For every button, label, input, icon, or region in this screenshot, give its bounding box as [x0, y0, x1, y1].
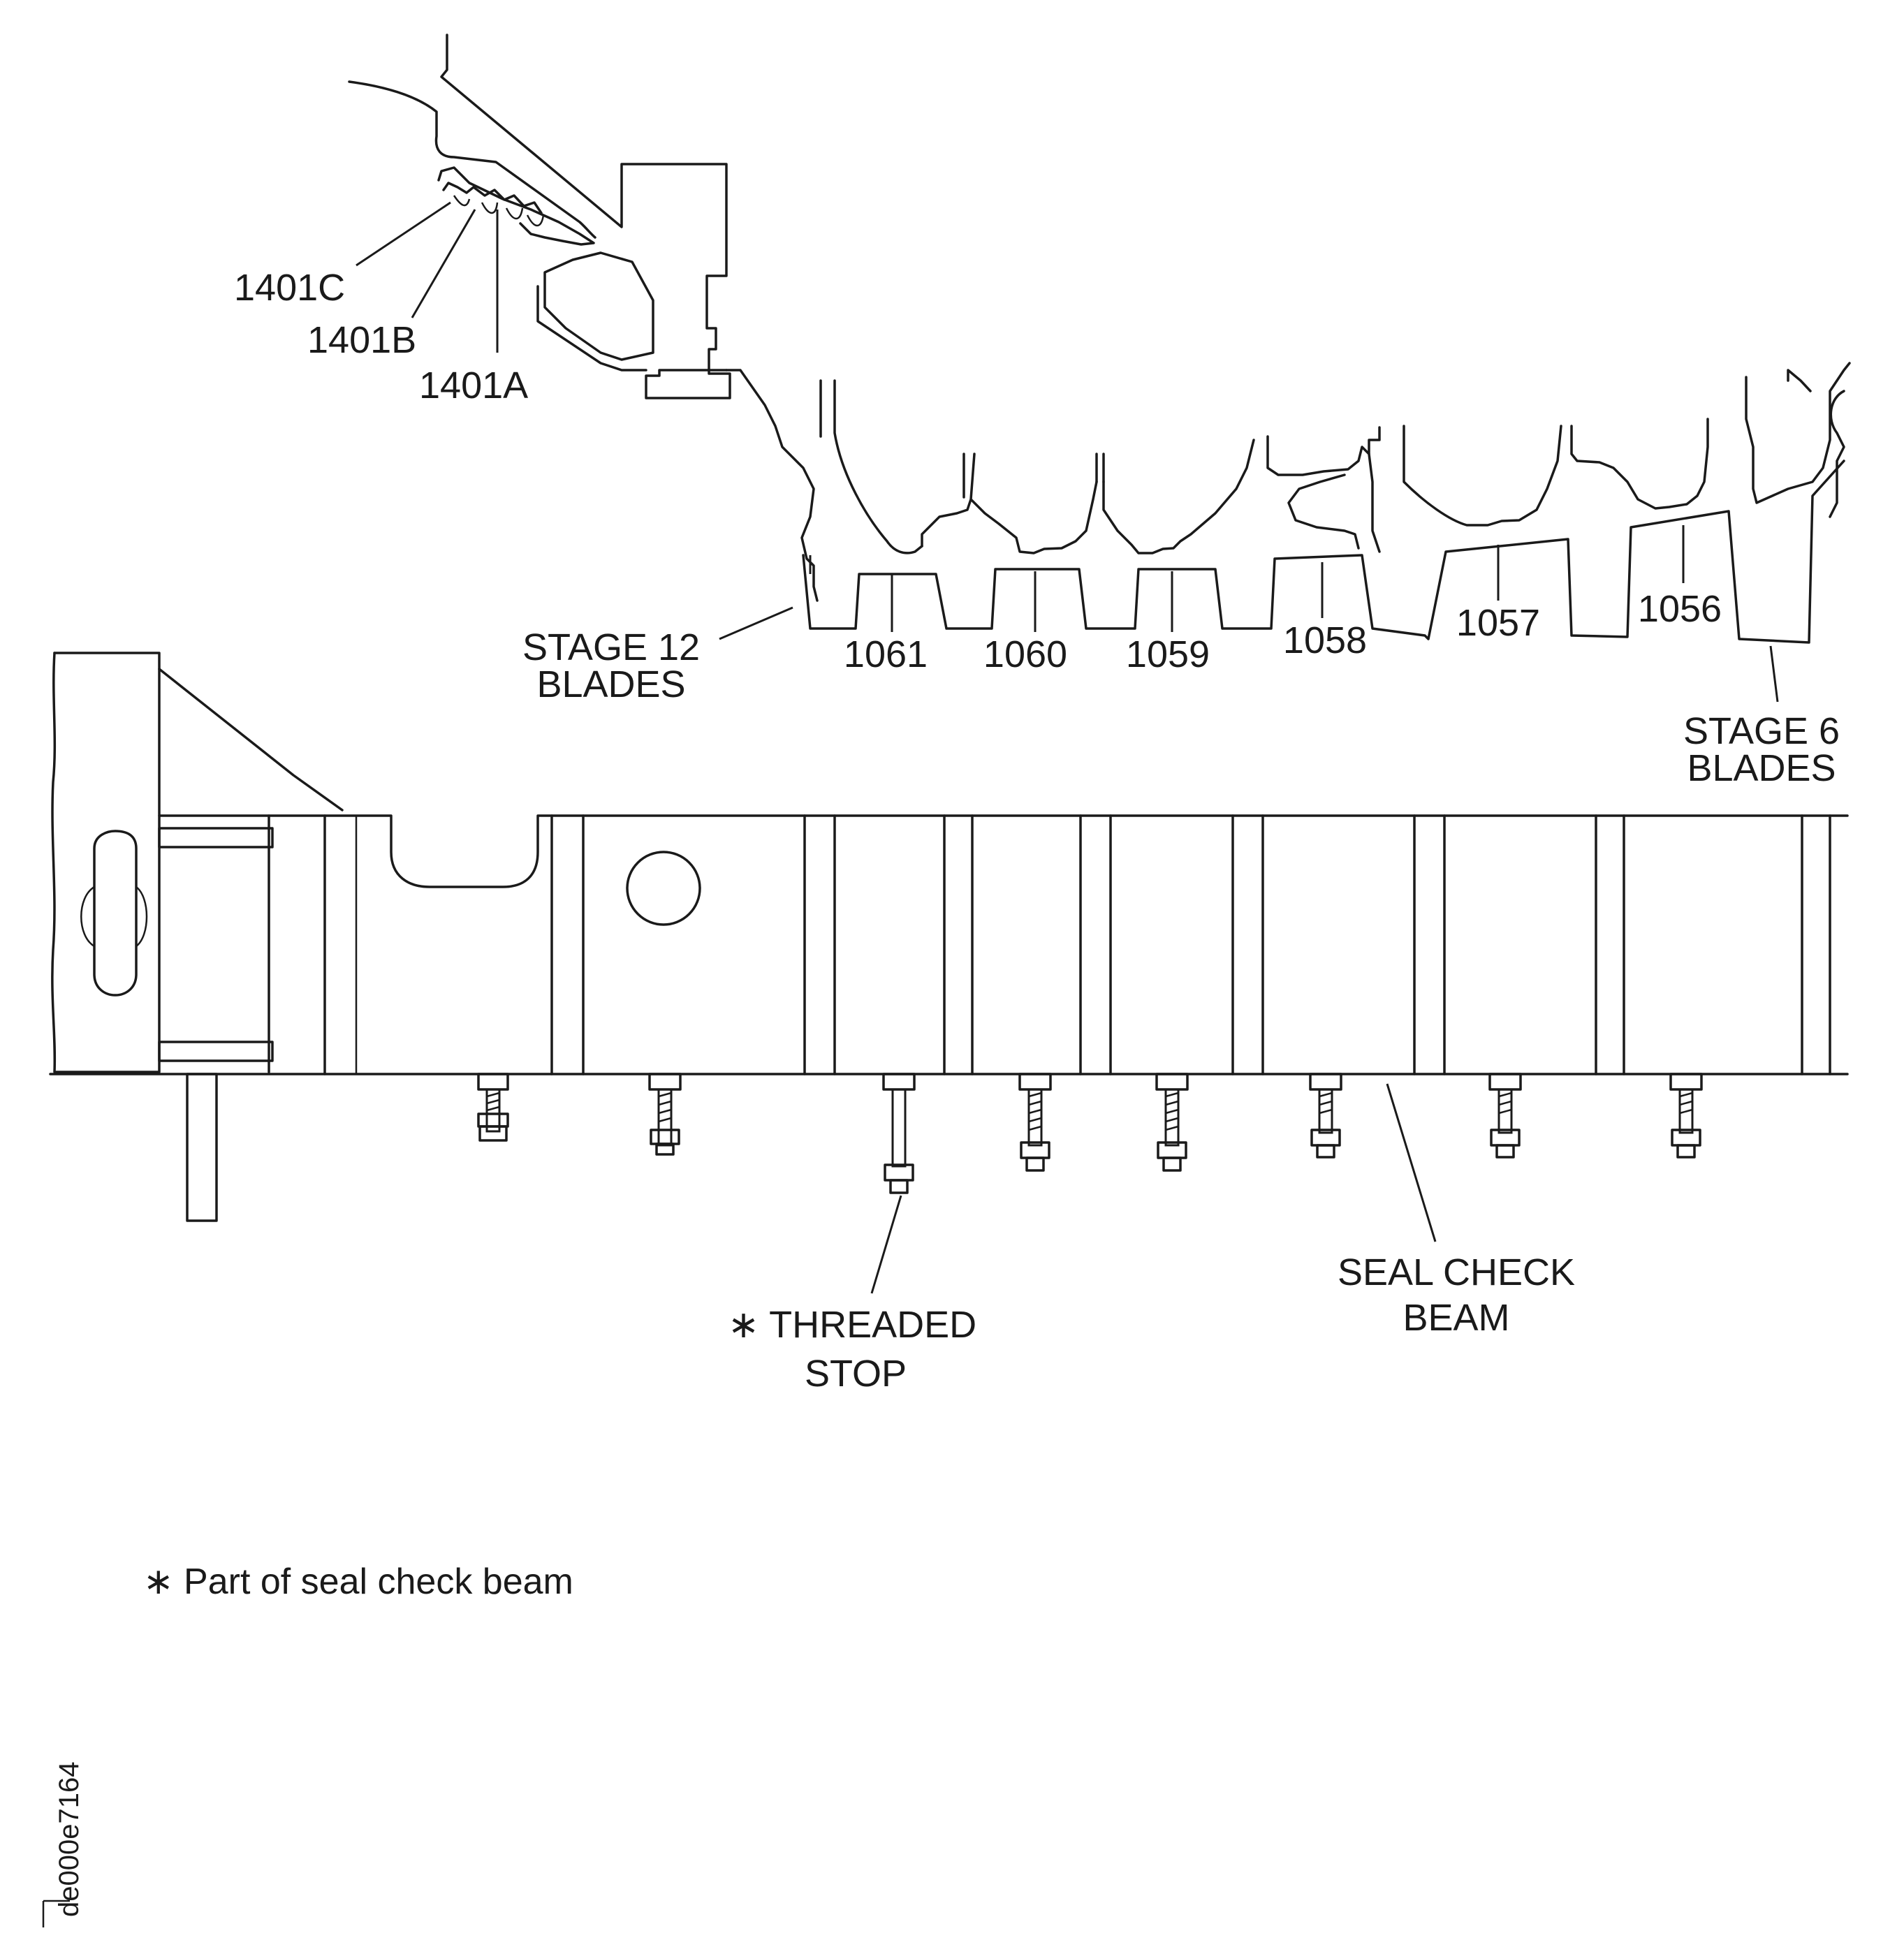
label-blade-1061: 1061	[844, 633, 928, 675]
callout-labels: 1401C 1401B 1401A STAGE 12 BLADES 1061 1…	[234, 267, 1840, 1395]
label-1401c: 1401C	[234, 267, 345, 309]
blade-tips	[802, 460, 1845, 644]
figure-id: de000e7164	[54, 1762, 85, 1917]
label-blade-1059: 1059	[1126, 633, 1210, 675]
label-blade-1056: 1056	[1638, 588, 1722, 630]
threaded-stops	[477, 1073, 1703, 1294]
figure-id-block: de000e7164	[42, 1762, 85, 1927]
label-stage12-line2: BLADES	[536, 663, 685, 705]
label-threaded-stop-line1: ∗ THREADED	[728, 1304, 976, 1346]
label-seal-check-beam-line2: BEAM	[1403, 1297, 1509, 1339]
label-blade-1058: 1058	[1283, 619, 1367, 661]
label-stage6-line1: STAGE 6	[1683, 710, 1840, 752]
label-stage12-line1: STAGE 12	[522, 626, 700, 668]
footnote: ∗ Part of seal check beam	[143, 1562, 573, 1602]
label-seal-check-beam-line1: SEAL CHECK	[1338, 1251, 1575, 1293]
label-1401a: 1401A	[419, 365, 528, 406]
label-blade-1057: 1057	[1456, 602, 1540, 644]
label-blade-1060: 1060	[983, 633, 1067, 675]
engine-case-outline	[348, 34, 1851, 602]
label-stage6-line2: BLADES	[1687, 747, 1836, 789]
label-threaded-stop-line2: STOP	[805, 1353, 907, 1395]
label-1401b: 1401B	[307, 319, 416, 361]
seal-check-beam	[49, 652, 1849, 1222]
blade-leaders	[356, 201, 1779, 703]
